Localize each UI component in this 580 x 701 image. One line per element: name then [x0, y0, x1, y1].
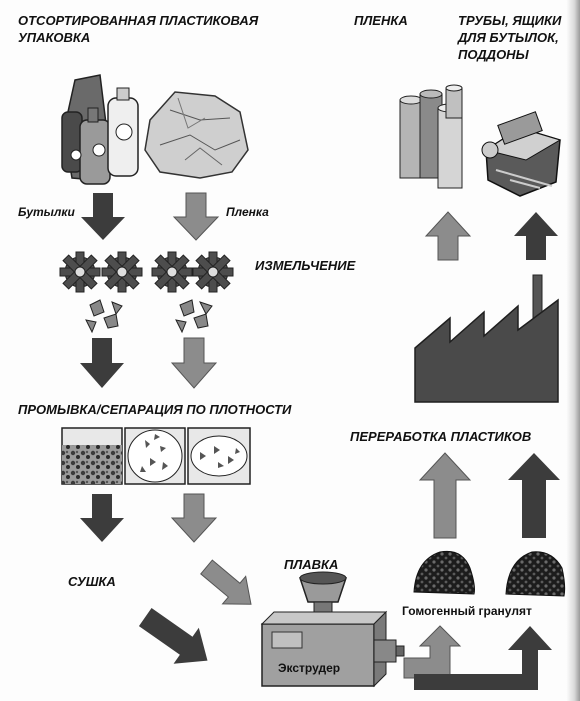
plastic-film-icon	[144, 91, 249, 179]
granulate-pile-left-icon	[413, 550, 475, 595]
flakes-icon	[85, 299, 213, 334]
label-sorted-packaging-line1: ОТСОРТИРОВАННАЯ ПЛАСТИКОВАЯ	[18, 13, 259, 28]
label-plastics-processing: ПЕРЕРАБОТКА ПЛАСТИКОВ	[350, 429, 532, 444]
arrow-down-bottles	[81, 193, 125, 240]
arrow-extruder-to-granulate-dark	[414, 626, 552, 690]
label-pipes-crates-pallets: ТРУБЫ, ЯЩИКИ ДЛЯ БУТЫЛОК, ПОДДОНЫ	[458, 12, 561, 63]
page-edge-shadow	[566, 0, 580, 701]
extruder-machine-icon	[260, 571, 405, 688]
shredder-gears-icon	[59, 251, 234, 293]
arrow-up-processing-dark	[508, 453, 560, 538]
washing-tanks-icon	[61, 427, 251, 485]
label-sorted-packaging-line2: УПАКОВКА	[18, 30, 91, 45]
arrow-down-washed-bottles	[80, 494, 124, 542]
label-shredding: ИЗМЕЛЬЧЕНИЕ	[255, 258, 356, 273]
film-rolls-icon	[399, 84, 463, 189]
arrow-down-flakes-film	[170, 337, 218, 389]
arrow-up-processing-light	[418, 452, 472, 539]
arrow-up-film-product	[424, 211, 472, 261]
label-pipes-line2: ДЛЯ БУТЫЛОК,	[458, 30, 559, 45]
label-extruder: Экструдер	[278, 661, 341, 675]
label-drying: СУШКА	[68, 574, 116, 589]
arrow-down-washed-film	[170, 493, 218, 543]
label-homogeneous-granulate: Гомогенный гранулят	[402, 604, 532, 618]
factory-icon	[414, 274, 559, 403]
arrow-extruder-to-granulate-light	[403, 625, 462, 679]
label-film-top: ПЛЕНКА	[354, 13, 408, 28]
label-sorted-packaging: ОТСОРТИРОВАННАЯ ПЛАСТИКОВАЯ УПАКОВКА	[18, 12, 258, 46]
label-pipes-line1: ТРУБЫ, ЯЩИКИ	[458, 13, 562, 28]
label-melting: ПЛАВКА	[284, 557, 339, 572]
arrow-to-extruder-light	[200, 559, 252, 605]
granulate-pile-right-icon	[505, 551, 566, 597]
arrow-to-extruder-dark	[138, 608, 208, 664]
crates-pallets-icon	[481, 111, 562, 197]
label-washing-separation: ПРОМЫВКА/СЕПАРАЦИЯ ПО ПЛОТНОСТИ	[18, 402, 292, 417]
label-bottles: Бутылки	[18, 205, 75, 219]
label-pipes-line3: ПОДДОНЫ	[458, 47, 529, 62]
arrow-up-crates-product	[514, 212, 558, 260]
arrow-down-flakes-bottles	[80, 338, 124, 388]
label-film: Пленка	[226, 205, 269, 219]
arrow-down-film	[172, 192, 220, 241]
plastic-bottles-icon	[61, 74, 139, 185]
